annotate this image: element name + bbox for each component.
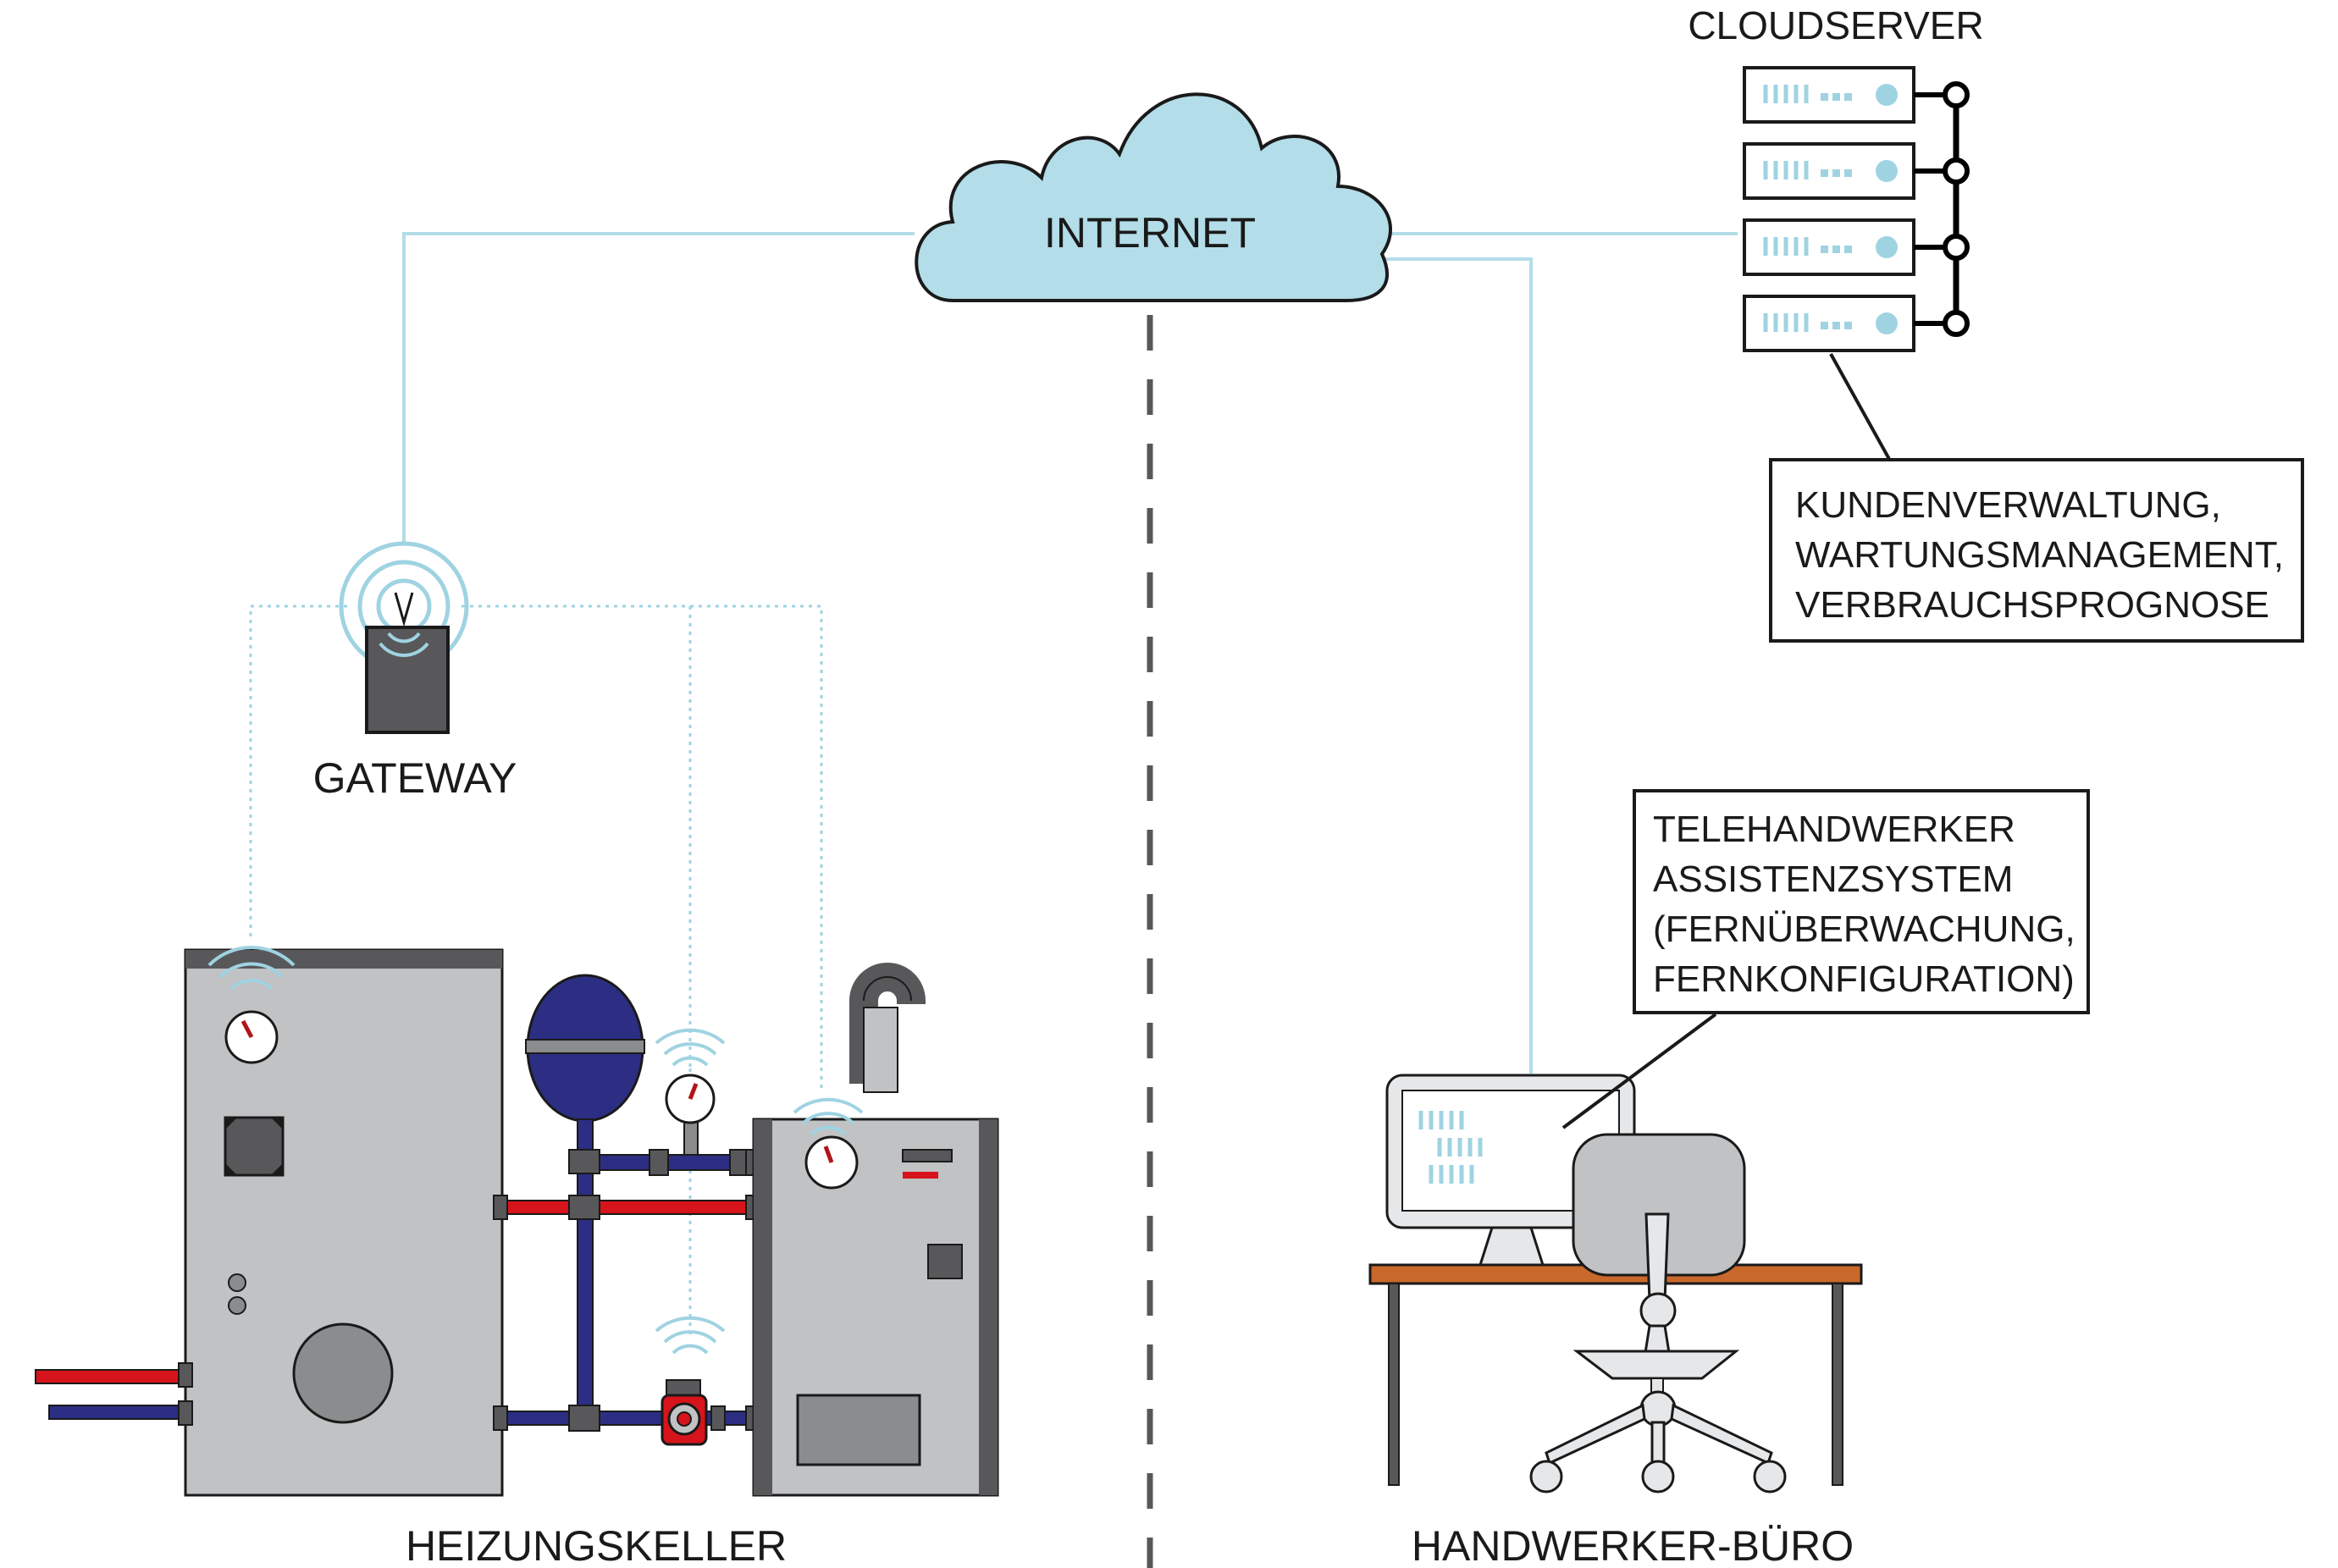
gateway-boiler-link	[462, 605, 823, 1090]
office-system-line-3: (FERNÜBERWACHUNG,	[1653, 908, 2075, 950]
server-unit	[1743, 66, 1970, 124]
gateway-label: GATEWAY	[313, 754, 517, 802]
cloud-services-line-2: WARTUNGSMANAGEMENT,	[1795, 534, 2284, 576]
server-unit	[1743, 295, 1970, 352]
gateway-storage-link	[249, 605, 347, 938]
gateway-device	[365, 626, 450, 734]
cloudserver: CLOUDSERVER	[1688, 3, 2304, 643]
cloud-services-line-3: VERBRAUCHSPROGNOSE	[1795, 584, 2269, 626]
boiler	[752, 963, 999, 1497]
access-hatch-icon	[224, 1116, 285, 1177]
cloud-callout-line	[1829, 353, 1892, 461]
office-system-line-2: ASSISTENZSYSTEM	[1653, 859, 2013, 900]
internet-label: INTERNET	[1044, 209, 1256, 257]
cloud-services-box: KUNDENVERWALTUNG, WARTUNGSMANAGEMENT, VE…	[1769, 458, 2304, 643]
gateway-internet-line	[402, 232, 915, 542]
cloud-services-line-1: KUNDENVERWALTUNG,	[1795, 484, 2221, 526]
craftsman-office: TELEHANDWERKER ASSISTENZSYSTEM (FERNÜBER…	[1368, 789, 2090, 1568]
heating-cellar: HEIZUNGSKELLER	[35, 945, 999, 1568]
internet-cloud: INTERNET	[915, 92, 1392, 302]
heating-cellar-label: HEIZUNGSKELLER	[406, 1522, 787, 1568]
office-callout-line	[1561, 1013, 1717, 1129]
boiler-door	[796, 1394, 921, 1466]
pipe-gauge	[655, 1028, 726, 1156]
office-internet-line	[1372, 257, 1533, 1074]
boiler-hatch-icon	[927, 1244, 963, 1279]
internet-connections	[402, 232, 1738, 1074]
hot-water-pipe-out	[35, 1369, 189, 1384]
office-chair	[1529, 1133, 1787, 1493]
cold-water-pipe-in	[48, 1405, 189, 1420]
server-unit	[1743, 218, 1970, 276]
boiler-gauge-icon	[804, 1135, 859, 1190]
storage-tank	[178, 945, 504, 1497]
office-system-line-1: TELEHANDWERKER	[1653, 809, 2015, 850]
office-system-box: TELEHANDWERKER ASSISTENZSYSTEM (FERNÜBER…	[1633, 789, 2090, 1014]
expansion-vessel	[525, 974, 645, 1161]
cloudserver-label: CLOUDSERVER	[1688, 3, 1983, 47]
server-unit	[1743, 142, 1970, 200]
flange-icon	[292, 1322, 394, 1424]
office-label: HANDWERKER-BÜRO	[1412, 1522, 1854, 1568]
antenna-icon	[394, 592, 414, 627]
office-system-line-4: FERNKONFIGURATION)	[1653, 958, 2075, 1000]
circulation-pump	[655, 1316, 726, 1446]
pipe-network	[493, 1149, 759, 1432]
pressure-gauge-icon	[224, 1010, 279, 1064]
gateway: GATEWAY	[313, 541, 517, 802]
